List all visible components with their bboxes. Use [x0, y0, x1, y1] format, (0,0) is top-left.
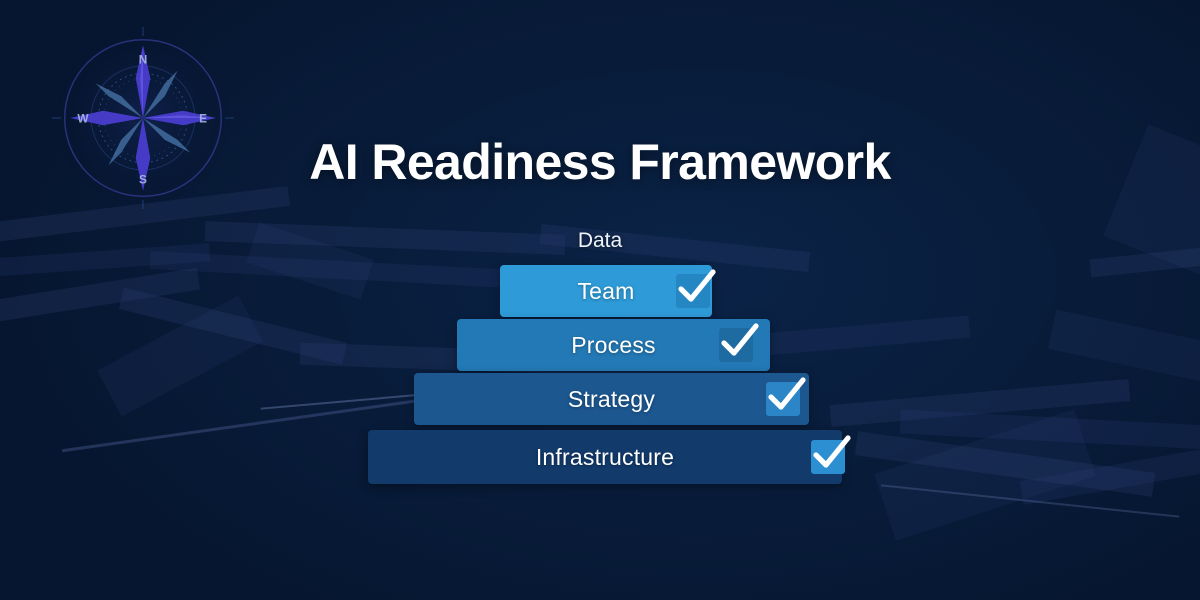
compass-label-south: S [139, 173, 147, 187]
tier-label: Process [571, 331, 656, 358]
compass-label-west: W [77, 112, 89, 126]
pyramid-tier-team[interactable]: Team [500, 265, 716, 317]
pyramid-tier-strategy[interactable]: Strategy [414, 373, 809, 425]
check-icon [676, 269, 716, 308]
tier-label: Team [577, 277, 635, 304]
compass-rose-icon: N E S W [52, 27, 234, 209]
compass-label-north: N [139, 52, 148, 66]
pyramid-tier-process[interactable]: Process [457, 319, 770, 371]
pyramid-tier-infrastructure[interactable]: Infrastructure [368, 430, 851, 484]
check-icon [766, 377, 806, 416]
check-icon [719, 323, 759, 362]
tier-label: Infrastructure [535, 443, 675, 470]
pyramid-cap-label: Data [577, 229, 623, 252]
check-icon [811, 435, 851, 474]
tier-label: Strategy [567, 385, 656, 412]
compass-label-east: E [199, 112, 207, 126]
page-title: AI Readiness Framework [309, 134, 891, 190]
